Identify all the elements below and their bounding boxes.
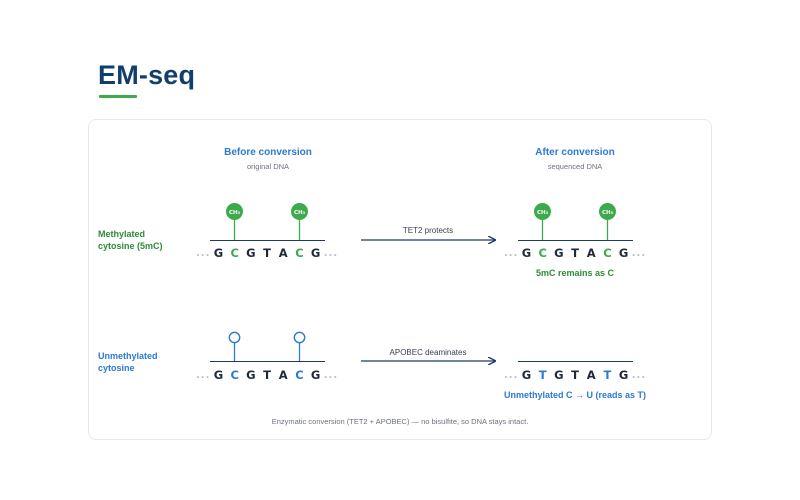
ellipsis-right: ...	[323, 369, 339, 381]
base-methylated-c: C	[603, 246, 612, 260]
base-unmethylated-c: C	[230, 368, 239, 382]
base-converted-t: T	[538, 368, 547, 382]
methylated-before-strand	[210, 240, 325, 242]
methylated-after-strand	[518, 240, 633, 242]
ellipsis-left: ...	[504, 369, 519, 381]
ellipsis-left: ...	[196, 369, 211, 381]
before-heading: Before conversion	[224, 147, 312, 158]
unmethylated-label-line2: cytosine	[98, 363, 135, 373]
base: T	[571, 368, 579, 382]
base: G	[521, 246, 532, 260]
base: G	[213, 246, 224, 260]
methylated-row-label: Methylated cytosine (5mC)	[98, 228, 208, 252]
base: G	[310, 368, 321, 382]
unmethylated-row-label: Unmethylated cytosine	[98, 350, 208, 374]
methylated-label-line1: Methylated	[98, 229, 146, 239]
base: G	[618, 368, 629, 382]
ellipsis-left: ...	[196, 247, 211, 259]
unmethylated-after-sequence: ... G T G T A T G ...	[504, 368, 646, 382]
ellipsis-right: ...	[323, 247, 339, 259]
apobec-arrow-label: APOBEC deaminates	[389, 348, 467, 357]
tet2-arrow-label: TET2 protects	[402, 226, 454, 235]
methylated-before-sequence: ... G C G T A C G ...	[196, 246, 338, 260]
base-methylated-c: C	[295, 246, 304, 260]
base-methylated-c: C	[538, 246, 547, 260]
ellipsis-left: ...	[504, 247, 519, 259]
after-subheading: sequenced DNA	[547, 162, 603, 171]
base: G	[213, 368, 224, 382]
ellipsis-right: ...	[631, 247, 647, 259]
ellipsis-right: ...	[631, 369, 647, 381]
base: G	[310, 246, 321, 260]
base: G	[618, 246, 629, 260]
base: G	[246, 246, 256, 260]
base: A	[586, 368, 596, 382]
base: G	[554, 246, 564, 260]
base: T	[263, 246, 271, 260]
unmethylated-before-strand	[210, 361, 325, 363]
base: G	[246, 368, 256, 382]
unmethylated-after-strand	[518, 361, 633, 363]
base: A	[278, 368, 288, 382]
unmethylated-label-line1: Unmethylated	[98, 351, 158, 361]
unmethylated-before-sequence: ... G C G T A C G ...	[196, 368, 338, 382]
base: G	[554, 368, 564, 382]
page-title: EM-seq	[98, 60, 196, 90]
methylated-result-note: 5mC remains as C	[535, 268, 615, 278]
base: A	[586, 246, 596, 260]
base-converted-t: T	[603, 368, 612, 382]
unmethylated-result-note: Unmethylated C → U (reads as T)	[503, 390, 647, 400]
before-subheading: original DNA	[246, 162, 290, 171]
footer-caption: Enzymatic conversion (TET2 + APOBEC) — n…	[271, 417, 529, 426]
base-unmethylated-c: C	[295, 368, 304, 382]
methylated-after-sequence: ... G C G T A C G ...	[504, 246, 646, 260]
base: G	[521, 368, 532, 382]
diagram-card	[88, 119, 712, 440]
base: A	[278, 246, 288, 260]
methylated-label-line2: cytosine (5mC)	[98, 241, 163, 251]
base-methylated-c: C	[230, 246, 239, 260]
base: T	[263, 368, 271, 382]
after-heading: After conversion	[535, 147, 615, 158]
base: T	[571, 246, 579, 260]
title-underline	[99, 95, 137, 98]
